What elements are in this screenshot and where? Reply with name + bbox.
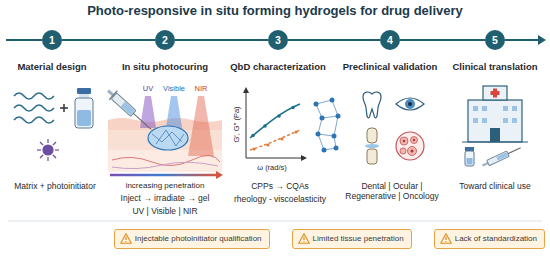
step-caption: rheology - viscoelasticity [225,194,335,204]
axis-label: G′, G″ (Pa) [232,89,241,159]
eye-icon [396,98,424,110]
vial-icon [75,88,93,128]
step-number-circle: 1 [42,30,62,50]
step-number-circle: 3 [268,30,288,50]
step-caption: Inject → irradiate → gel [107,193,223,203]
joint-icon [365,128,379,164]
light-beams [140,96,214,156]
step-number: 5 [492,35,498,46]
step-heading: Preclinical validation [335,61,445,72]
step-caption: Matrix + photoinitiator [3,181,107,191]
polymer-network [314,98,341,153]
step-heading: Clinical translation [447,61,543,72]
rheology-plot [243,87,307,161]
step-number: 3 [275,35,281,46]
divider-line [8,221,542,222]
step-caption: Dental | Ocular | Regenerative | Oncolog… [338,181,446,201]
warning-text: Injectable photoinitiator qualification [135,234,262,243]
photoinitiator-icon [37,139,59,161]
warning-box: Lack of standardization [434,229,545,249]
wavelength-label: NIR [189,84,213,93]
syringe [104,86,155,134]
timeline-tail [6,35,546,45]
warning-box: Injectable photoinitiator qualification [114,229,270,249]
warning-text: Limited tissue penetration [313,234,404,243]
syringe [481,145,522,168]
step-number: 2 [162,35,168,46]
plus-sign [60,104,68,112]
warning-text: Lack of standardization [455,234,537,243]
hydrogel-depot [148,126,188,150]
warning-icon [298,233,310,244]
timeline-connector [175,39,268,41]
step-heading: Material design [2,61,102,72]
tooth-icon [363,92,381,118]
cells-icon [396,132,424,160]
warning-icon [440,233,452,244]
wavelength-label: UV [136,84,160,93]
penetration-arrow [110,171,223,179]
axis-note: increasing penetration [107,181,223,191]
vial-icon [465,147,474,166]
wavelength-label: Visible [157,84,191,93]
step-caption: CPPs → CQAs [225,181,335,191]
step-number-circle: 5 [485,30,505,50]
warning-box: Limited tissue penetration [292,229,412,249]
step-heading: In situ photocuring [110,61,220,72]
step-number: 4 [387,35,393,46]
diagram-title: Photo-responsive in situ forming hydroge… [0,3,550,19]
step-number: 1 [49,35,55,46]
step-heading: QbD characterization [223,61,333,72]
timeline-connector [288,39,380,41]
timeline-connector [400,39,485,41]
polymer-chains [14,93,54,123]
step-number-circle: 2 [155,30,175,50]
step-number-circle: 4 [380,30,400,50]
axis-label: ω (rad/s) [242,163,302,172]
step-caption: Toward clinical use [447,181,543,191]
timeline-connector [62,39,155,41]
step-caption: UV | Visible | NIR [107,206,223,216]
hospital-icon [462,86,528,142]
warning-icon [120,233,132,244]
